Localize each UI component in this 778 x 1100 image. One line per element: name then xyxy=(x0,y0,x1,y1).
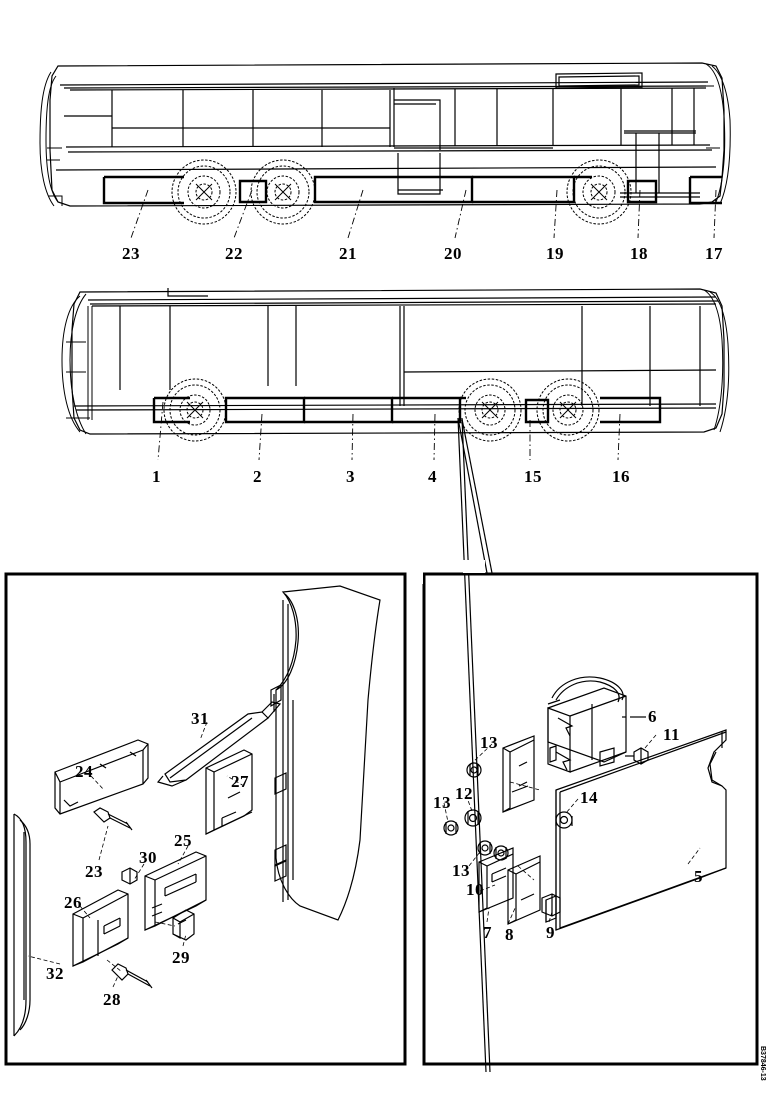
part-32-strip xyxy=(13,813,31,1037)
callout-11-right: 11 xyxy=(663,725,681,744)
callout-9-right: 9 xyxy=(546,923,555,942)
part-24-channel xyxy=(54,739,149,815)
left-panel-leaders xyxy=(27,721,245,988)
drawing-code: B37846-13 xyxy=(759,1046,766,1081)
callout-6-right: 6 xyxy=(648,707,657,726)
part-10-7-8-bracket xyxy=(478,847,561,925)
callout-20-upper: 20 xyxy=(444,244,462,263)
callout-19-upper: 19 xyxy=(546,244,564,263)
callout-13-right-c: 13 xyxy=(452,861,470,880)
callout-25-left: 25 xyxy=(174,831,192,850)
callout-15-lower: 15 xyxy=(524,467,542,486)
callout-2-lower: 2 xyxy=(253,467,262,486)
callout-28-left: 28 xyxy=(103,990,121,1009)
callout-26-left: 26 xyxy=(64,893,82,912)
right-panel-leaders xyxy=(443,716,701,925)
part-29-clip-bracket xyxy=(172,909,195,941)
part-27b-bracket xyxy=(205,749,253,835)
callout-5-right: 5 xyxy=(694,867,703,886)
bus-upper-wheels xyxy=(171,159,632,225)
bus-lower-wheels xyxy=(163,378,600,442)
callout-21-upper: 21 xyxy=(339,244,357,263)
callout-3-lower: 3 xyxy=(346,467,355,486)
callout-13-right-b: 13 xyxy=(433,793,451,812)
callout-4-lower: 4 xyxy=(428,467,437,486)
callout-8-right: 8 xyxy=(505,925,514,944)
callout-1-lower: 1 xyxy=(152,467,161,486)
callout-10-right: 10 xyxy=(466,880,484,899)
callout-12-right: 12 xyxy=(455,784,473,803)
part-28-pin xyxy=(111,963,153,989)
part-27-body-panel xyxy=(270,585,381,921)
part-11-fastener xyxy=(625,747,649,765)
bus-upper-leaders xyxy=(130,189,717,239)
right-panel-artwork xyxy=(443,676,727,931)
callout-27-left: 27 xyxy=(231,772,249,791)
callout-24-left: 24 xyxy=(75,762,93,781)
part-26-plate xyxy=(72,889,129,967)
part-31-rail xyxy=(156,701,282,787)
callout-32-left: 32 xyxy=(46,964,64,983)
bus-upper-body xyxy=(39,62,731,207)
callout-17-upper: 17 xyxy=(705,244,723,263)
callout-18-upper: 18 xyxy=(630,244,648,263)
callout-13-right-a: 13 xyxy=(480,733,498,752)
callout-29-left: 29 xyxy=(172,948,190,967)
callout-16-lower: 16 xyxy=(612,467,630,486)
part-6-reservoir xyxy=(547,676,627,773)
callout-31-left: 31 xyxy=(191,709,209,728)
callout-14-right: 14 xyxy=(580,788,598,807)
bus-lower-body xyxy=(61,288,730,435)
part-5-cover-panel xyxy=(545,729,727,931)
left-panel-artwork xyxy=(13,585,381,1037)
part-30-clip xyxy=(121,867,138,885)
part-14-mount-plate xyxy=(502,735,535,813)
callout-23-upper: 23 xyxy=(122,244,140,263)
left-panel-frame xyxy=(4,572,407,1066)
part-23-pin xyxy=(93,807,133,831)
detail-connector-lines xyxy=(457,417,493,1073)
right-panel-frame xyxy=(422,572,759,1066)
part-12-13-fasteners-upper xyxy=(443,762,482,836)
part-25-bracket-plate xyxy=(144,851,207,931)
part-14-fastener xyxy=(555,811,573,829)
callout-23-left: 23 xyxy=(85,862,103,881)
callout-7-right: 7 xyxy=(483,923,492,942)
callout-30-left: 30 xyxy=(139,848,157,867)
part-13-fasteners-lower xyxy=(477,840,509,861)
callout-22-upper: 22 xyxy=(225,244,243,263)
bus-lower-leaders xyxy=(157,401,621,461)
